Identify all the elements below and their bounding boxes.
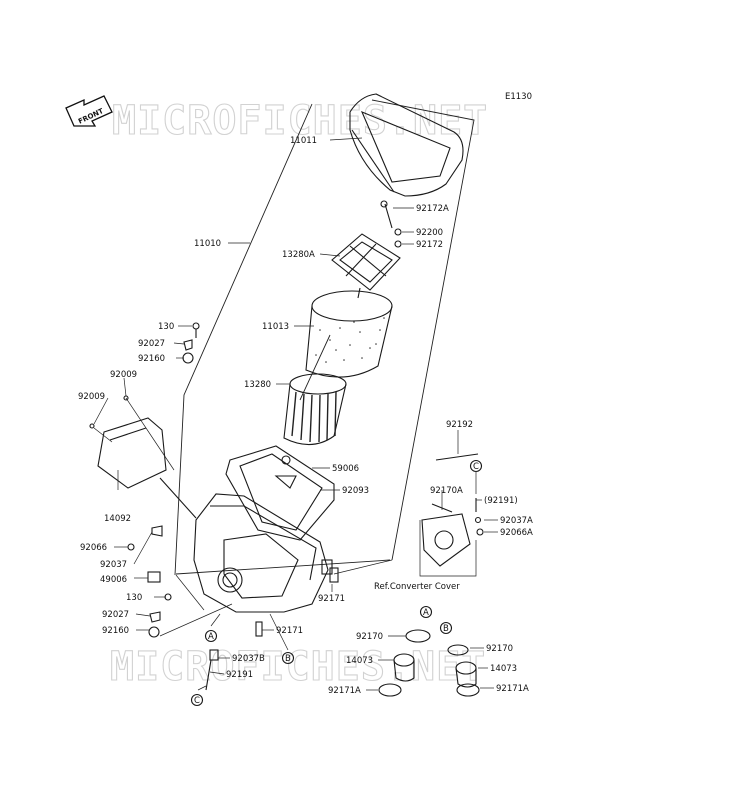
- air-filter-element: [305, 290, 393, 378]
- watermark-bottom: MICROFICHES.NET: [110, 644, 486, 690]
- part-label: 92066: [80, 543, 107, 553]
- part-label: 59006: [332, 464, 359, 474]
- part-label: 14073: [490, 664, 517, 674]
- bolt-92172: [394, 240, 402, 248]
- part-label: 92093: [342, 486, 369, 496]
- part-label: 92172A: [416, 204, 449, 214]
- assembly-frame: [174, 99, 475, 576]
- part-label: 92171A: [496, 684, 529, 694]
- element-cage: [283, 373, 347, 446]
- part-label: 92172: [416, 240, 443, 250]
- part-label: 14092: [104, 514, 131, 524]
- part-label: 92170A: [430, 486, 463, 496]
- watermark-top: MICROFICHES.NET: [112, 98, 488, 144]
- part-label: 92037A: [500, 516, 533, 526]
- part-label: 92171: [276, 626, 303, 636]
- ref-note: Ref.Converter Cover: [374, 582, 460, 592]
- leader-lines: [93, 137, 498, 691]
- part-label: 92027: [138, 339, 165, 349]
- part-label: 92066A: [500, 528, 533, 538]
- air-box: [193, 493, 333, 613]
- bolt-92172a: [380, 200, 393, 229]
- part-label: 92200: [416, 228, 443, 238]
- diagram-code: E1130: [505, 92, 532, 102]
- part-label: 92009: [78, 392, 105, 402]
- marker-b-left: B: [285, 654, 291, 664]
- part-label: 92171A: [328, 686, 361, 696]
- part-label: 92037: [100, 560, 127, 570]
- marker-c-top: C: [473, 462, 479, 472]
- washer-92200: [394, 228, 402, 236]
- part-label: 14073: [346, 656, 373, 666]
- air-cleaner-cover: [349, 93, 464, 197]
- part-label: 92170: [486, 644, 513, 654]
- marker-b-right: B: [443, 624, 449, 634]
- part-label: 49006: [100, 575, 127, 585]
- air-duct: [97, 417, 197, 519]
- part-label: 11013: [262, 322, 289, 332]
- part-label: 92192: [446, 420, 473, 430]
- marker-a-right: A: [423, 608, 429, 618]
- part-label: (92191): [484, 496, 518, 506]
- part-label: 92160: [138, 354, 165, 364]
- part-label: 11010: [194, 239, 221, 249]
- part-label: 13280A: [282, 250, 315, 260]
- reference-markers: C A B A B C: [190, 459, 483, 707]
- part-label: 92037B: [232, 654, 265, 664]
- part-label: 130: [126, 593, 142, 603]
- gasket-seal: [225, 445, 335, 541]
- part-label: 13280: [244, 380, 271, 390]
- part-labels: 11011 92172A 92200 92172 13280A 11010 11…: [78, 136, 533, 696]
- part-label: 92171: [318, 594, 345, 604]
- part-label: 92009: [110, 370, 137, 380]
- small-fasteners: [89, 322, 484, 691]
- part-label: 130: [158, 322, 174, 332]
- part-label: 11011: [290, 136, 317, 146]
- part-label: 92191: [226, 670, 253, 680]
- part-label: 92160: [102, 626, 129, 636]
- part-label: 92027: [102, 610, 129, 620]
- part-label: 92170: [356, 632, 383, 642]
- marker-a-left: A: [208, 632, 214, 642]
- marker-c-bottom: C: [194, 696, 200, 706]
- front-arrow-icon: FRONT: [65, 95, 113, 127]
- holder-plate: [331, 233, 401, 299]
- converter-cover: [421, 513, 471, 567]
